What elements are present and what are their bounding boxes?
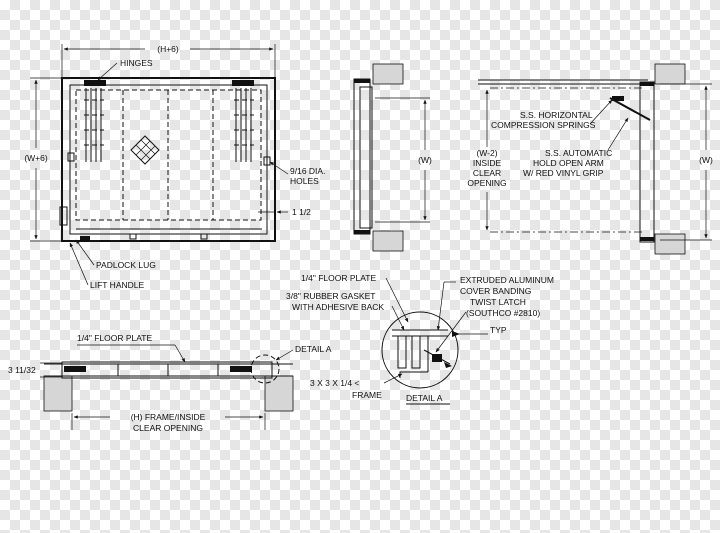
hinges-label: HINGES [120, 58, 153, 68]
lift-handle-label: LIFT HANDLE [90, 280, 144, 290]
inside-label-line4: OPENING [467, 178, 506, 188]
frame-label-line1: (H) FRAME/INSIDE [131, 412, 206, 422]
detail-ref: DETAIL A [295, 344, 332, 354]
plan-width-dim: (H+6) [157, 44, 179, 54]
arm-label-line2: HOLD OPEN ARM [533, 158, 604, 168]
depth-dim: 3 11/32 [8, 365, 36, 375]
right-hinge-springs [232, 80, 254, 162]
latch-label-line2: (SOUTHCO #2810) [466, 308, 540, 318]
section-floor-plate: 1/4" FLOOR PLATE [77, 333, 152, 343]
plan-view: (H+6) (W+6) [24, 44, 325, 290]
left-hinge-springs [84, 80, 106, 162]
side-view-open: S.S. HORIZONTAL COMPRESSION SPRINGS S.S.… [467, 63, 713, 255]
detail-title: DETAIL A [406, 393, 443, 403]
holes-label-line2: HOLES [290, 176, 319, 186]
gasket-label-line1: 3/8" RUBBER GASKET [286, 291, 375, 301]
section-view: 1/4" FLOOR PLATE 3 11/32 DETAIL A (H) FR… [8, 333, 332, 433]
arm-label-line1: S.S. AUTOMATIC [545, 148, 612, 158]
springs-label-line2: COMPRESSION SPRINGS [491, 120, 596, 130]
holes-label-line1: 9/16 DIA. [290, 166, 325, 176]
open-width-dim: (W) [699, 155, 713, 165]
padlock-label: PADLOCK LUG [96, 260, 156, 270]
angle-label-line2: FRAME [352, 390, 382, 400]
angle-label-line1: 3 X 3 X 1/4 < [310, 378, 359, 388]
frame-label-line2: CLEAR OPENING [133, 423, 203, 433]
inside-label-line1: (W-2) [476, 148, 497, 158]
tread-pattern-icon [130, 135, 160, 165]
latch-label-line1: TWIST LATCH [470, 297, 526, 307]
inset-dim: 1 1/2 [292, 207, 311, 217]
detail-floor-plate: 1/4" FLOOR PLATE [301, 273, 376, 283]
banding-label-line2: COVER BANDING [460, 286, 531, 296]
detail-a: 1/4" FLOOR PLATE 3/8" RUBBER GASKET WITH… [286, 273, 554, 405]
gasket-label-line2: WITH ADHESIVE BACK [292, 302, 384, 312]
side-view-closed: (W) [353, 63, 432, 252]
typ-label: TYP [490, 325, 507, 335]
side-width-dim: (W) [418, 155, 432, 165]
inside-label-line3: CLEAR [473, 168, 501, 178]
banding-label-line1: EXTRUDED ALUMINUM [460, 275, 554, 285]
plan-height-dim: (W+6) [24, 153, 48, 163]
springs-label-line1: S.S. HORIZONTAL [520, 110, 593, 120]
arm-label-line3: W/ RED VINYL GRIP [523, 168, 604, 178]
inside-label-line2: INSIDE [473, 158, 502, 168]
